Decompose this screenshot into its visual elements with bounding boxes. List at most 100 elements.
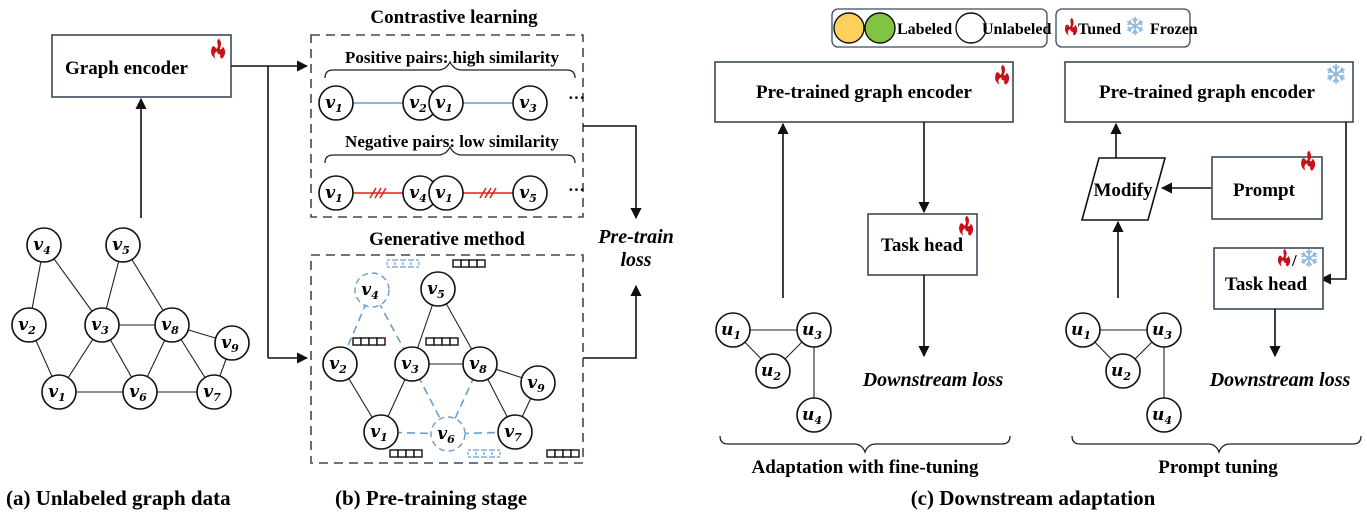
dissimilar-mark xyxy=(379,187,387,199)
node-v3 xyxy=(394,346,430,382)
legend-tuned: Tuned xyxy=(1078,21,1121,38)
panel-c: Labeled Unlabeled Tuned Frozen Pre-train… xyxy=(714,8,1362,510)
negative-ellipsis: ··· xyxy=(568,180,585,199)
dissimilar-mark xyxy=(369,187,377,199)
dissimilar-mark xyxy=(484,187,492,199)
node-v8 xyxy=(154,307,190,343)
node-v7 xyxy=(497,414,533,450)
node-u4 xyxy=(796,397,832,433)
caption-c: (c) Downstream adaptation xyxy=(911,486,1156,510)
node-v2 xyxy=(11,307,47,343)
prompt-encoder-label: Pre-trained graph encoder xyxy=(1099,82,1316,103)
arrow-generative-to-loss xyxy=(583,284,642,359)
feature-vector xyxy=(389,449,423,458)
finetune-head-label: Task head xyxy=(881,235,964,256)
prompt-encoder-box xyxy=(1064,61,1354,123)
prompt-loss: Downstream loss xyxy=(1209,369,1351,391)
generative-box xyxy=(310,254,584,464)
legend-labels: Labeled Unlabeled xyxy=(831,8,1051,48)
prompt-label: Prompt xyxy=(1233,180,1296,201)
feature-vector xyxy=(546,449,580,458)
positive-brace xyxy=(324,60,576,79)
node-u4 xyxy=(1146,397,1182,433)
node-v8 xyxy=(462,346,498,382)
labeled-yellow-swatch xyxy=(833,12,865,44)
finetune-encoder-label: Pre-trained graph encoder xyxy=(756,82,973,103)
node-v5 xyxy=(105,227,141,263)
node-v1 xyxy=(318,85,354,121)
feature-vector xyxy=(352,337,386,346)
pretrain-loss-line1: Pre-train xyxy=(597,226,674,248)
node-v6 xyxy=(430,416,466,452)
node-u3 xyxy=(796,312,832,348)
caption-a: (a) Unlabeled graph data xyxy=(6,486,231,510)
finetune-brace xyxy=(719,435,1011,454)
node-u1 xyxy=(1065,312,1101,348)
negative-pairs-title: Negative pairs: low similarity xyxy=(345,132,559,151)
node-u2 xyxy=(755,353,791,389)
prompt-brace-label: Prompt tuning xyxy=(1158,457,1278,478)
node-v3 xyxy=(84,307,120,343)
node-v4 xyxy=(26,227,62,263)
finetune-brace-label: Adaptation with fine-tuning xyxy=(752,457,979,478)
masked-feature-vector xyxy=(467,449,501,458)
finetune-branch: Pre-trained graph encoder Task head Down… xyxy=(714,61,1014,478)
feature-vector xyxy=(425,337,459,346)
node-v5 xyxy=(512,175,548,211)
node-v1 xyxy=(428,85,464,121)
negative-brace xyxy=(324,145,576,164)
generative-title: Generative method xyxy=(369,229,525,250)
graph-encoder-box xyxy=(51,34,232,98)
graph-encoder-label: Graph encoder xyxy=(65,58,189,79)
dissimilar-mark xyxy=(489,187,497,199)
node-v1 xyxy=(318,175,354,211)
arrow-encoder-to-head xyxy=(1319,122,1347,285)
unlabeled-swatch xyxy=(955,12,987,44)
labeled-green-swatch xyxy=(864,12,896,44)
finetune-head-box xyxy=(867,213,978,276)
contrastive-title: Contrastive learning xyxy=(370,7,538,28)
legend-labeled: Labeled xyxy=(897,21,952,38)
node-v9 xyxy=(520,365,556,401)
pretrain-loss-line2: loss xyxy=(620,249,651,271)
node-v5 xyxy=(420,271,456,307)
caption-b: (b) Pre-training stage xyxy=(335,486,527,510)
connectors-a-to-b xyxy=(231,60,309,364)
positive-pairs-title: Positive pairs: high similarity xyxy=(345,48,559,67)
panel-b: Contrastive learning Positive pairs: hig… xyxy=(310,7,674,510)
node-v4 xyxy=(354,272,390,308)
legend-tuning: Tuned Frozen xyxy=(1055,8,1198,48)
prompt-branch: Pre-trained graph encoder Modify Prompt … xyxy=(1064,61,1362,478)
dissimilar-mark xyxy=(374,187,382,199)
arrow-contrastive-to-loss xyxy=(583,125,642,220)
node-u1 xyxy=(715,312,751,348)
legend-unlabeled: Unlabeled xyxy=(982,21,1051,38)
node-v1 xyxy=(428,175,464,211)
legend-frozen: Frozen xyxy=(1150,21,1198,38)
state-slash: / xyxy=(1291,251,1297,270)
node-v7 xyxy=(196,374,232,410)
node-v6 xyxy=(122,374,158,410)
prompt-brace xyxy=(1071,435,1362,454)
masked-feature-vector xyxy=(386,259,420,268)
modify-label: Modify xyxy=(1093,180,1153,201)
modify-parallelogram xyxy=(1080,157,1167,221)
dissimilar-mark xyxy=(479,187,487,199)
node-u3 xyxy=(1146,312,1182,348)
node-v9 xyxy=(214,325,250,361)
finetune-loss: Downstream loss xyxy=(862,369,1004,391)
prompt-head-label: Task head xyxy=(1225,274,1308,295)
node-v1 xyxy=(363,414,399,450)
